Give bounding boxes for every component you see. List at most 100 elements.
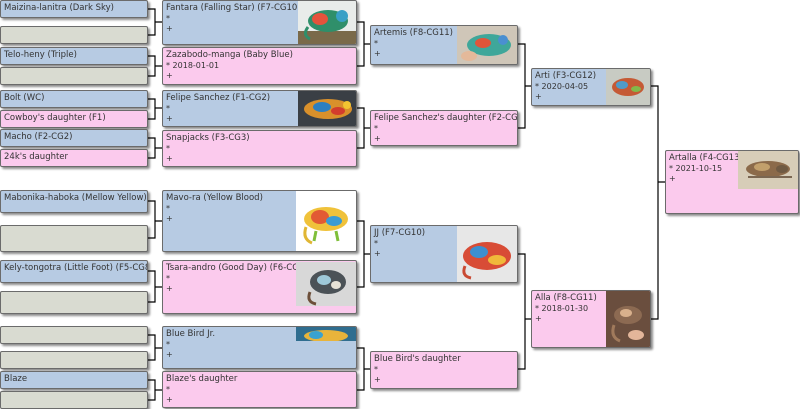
animal-name: Blue Bird Jr.: [166, 329, 216, 339]
death-date: +: [669, 174, 676, 183]
animal-name: Tsara-andro (Good Day) (F6-CG9): [166, 263, 308, 273]
bracket-connector: [148, 8, 162, 36]
grandparent-box[interactable]: Blue Bird Jr. * +: [162, 326, 357, 369]
great-grandparent-box[interactable]: Macho (F2-CG2): [0, 129, 148, 147]
birth-date: *: [166, 340, 170, 349]
great-grandparent-box[interactable]: Blaze: [0, 371, 148, 389]
bracket-connector: [518, 253, 531, 370]
animal-name: Artalla (F4-CG13): [669, 153, 743, 163]
death-date: +: [374, 249, 381, 258]
birth-date: *: [374, 365, 378, 374]
death-date: +: [535, 92, 542, 101]
animal-name: Bolt (WC): [4, 93, 45, 103]
chameleon-photo: [298, 1, 356, 44]
death-date: +: [166, 214, 173, 223]
bracket-connector: [148, 334, 162, 361]
parent-box[interactable]: Felipe Sanchez's daughter (F2-CG3) * +: [370, 110, 518, 146]
chameleon-photo: [296, 327, 356, 341]
bracket-connector: [148, 200, 162, 239]
empty-ancestor-box[interactable]: [0, 291, 148, 314]
animal-name: Arti (F3-CG12): [535, 71, 597, 81]
parent-box[interactable]: Blue Bird's daughter * +: [370, 351, 518, 389]
empty-ancestor-box[interactable]: [0, 391, 148, 409]
birth-date: *: [374, 239, 378, 248]
chameleon-photo: [457, 226, 517, 282]
animal-name: Snapjacks (F3-CG3): [166, 133, 250, 143]
grandparent-box[interactable]: Tsara-andro (Good Day) (F6-CG9) * +: [162, 260, 357, 314]
birth-date: *: [166, 144, 170, 153]
animal-name: Blue Bird's daughter: [374, 354, 461, 364]
bracket-connector: [357, 21, 370, 67]
animal-name: Macho (F2-CG2): [4, 132, 73, 142]
great-grandparent-box[interactable]: 24k's daughter: [0, 149, 148, 167]
empty-ancestor-box[interactable]: [0, 351, 148, 369]
death-date: +: [374, 49, 381, 58]
death-date: +: [374, 375, 381, 384]
birth-date: *: [374, 124, 378, 133]
birth-date: *: [374, 39, 378, 48]
animal-name: 24k's daughter: [4, 152, 69, 162]
dam-box[interactable]: Alla (F8-CG11) * 2018-01-30 +: [531, 290, 651, 348]
chameleon-photo: [606, 291, 650, 347]
bracket-connector: [357, 220, 370, 288]
chameleon-photo: [296, 191, 356, 251]
bracket-connector: [357, 107, 370, 149]
birth-date: * 2018-01-30: [535, 304, 589, 313]
animal-name: Blaze's daughter: [166, 374, 238, 384]
great-grandparent-box[interactable]: Mabonika-haboka (Mellow Yellow): [0, 190, 148, 213]
bracket-connector: [357, 347, 370, 391]
chameleon-photo: [298, 91, 356, 126]
birth-date: * 2020-04-05: [535, 82, 589, 91]
empty-ancestor-box[interactable]: [0, 326, 148, 344]
bracket-connector: [651, 85, 665, 320]
sire-box[interactable]: Arti (F3-CG12) * 2020-04-05 +: [531, 68, 651, 106]
great-grandparent-box[interactable]: Kely-tongotra (Little Foot) (F5-CG8): [0, 260, 148, 283]
parent-box[interactable]: JJ (F7-CG10) * +: [370, 225, 518, 283]
animal-name: Mabonika-haboka (Mellow Yellow): [4, 193, 147, 203]
bracket-connector: [518, 43, 531, 129]
grandparent-box[interactable]: Fantara (Falling Star) (F7-CG10) * +: [162, 0, 357, 45]
empty-ancestor-box[interactable]: [0, 225, 148, 252]
grandparent-box[interactable]: Felipe Sanchez (F1-CG2) * +: [162, 90, 357, 127]
animal-name: Artemis (F8-CG11): [374, 28, 453, 38]
death-date: +: [166, 395, 173, 404]
animal-name: Mavo-ra (Yellow Blood): [166, 193, 263, 203]
animal-name: Zazabodo-manga (Baby Blue): [166, 50, 293, 60]
grandparent-box[interactable]: Blaze's daughter * +: [162, 371, 357, 408]
bracket-connector: [148, 379, 162, 401]
death-date: +: [166, 114, 173, 123]
parent-box[interactable]: Artemis (F8-CG11) * +: [370, 25, 518, 65]
birth-date: * 2021-10-15: [669, 164, 723, 173]
birth-date: * 2018-01-01: [166, 61, 220, 70]
great-grandparent-box[interactable]: Cowboy's daughter (F1): [0, 110, 148, 128]
bracket-connector: [148, 55, 162, 77]
animal-name: JJ (F7-CG10): [374, 228, 426, 238]
empty-ancestor-box[interactable]: [0, 26, 148, 44]
chameleon-photo: [738, 151, 798, 189]
animal-name: Kely-tongotra (Little Foot) (F5-CG8): [4, 263, 148, 273]
great-grandparent-box[interactable]: Bolt (WC): [0, 90, 148, 108]
animal-name: Blaze: [4, 374, 28, 384]
subject-box[interactable]: Artalla (F4-CG13) * 2021-10-15 +: [665, 150, 799, 214]
grandparent-box[interactable]: Zazabodo-manga (Baby Blue) * 2018-01-01 …: [162, 47, 357, 85]
birth-date: *: [166, 204, 170, 213]
grandparent-box[interactable]: Snapjacks (F3-CG3) * +: [162, 130, 357, 167]
bracket-connector: [148, 137, 162, 159]
bracket-connector: [148, 270, 162, 303]
animal-name: Maizina-lanitra (Dark Sky): [4, 3, 114, 13]
death-date: +: [535, 314, 542, 323]
death-date: +: [166, 24, 173, 33]
chameleon-photo: [606, 69, 650, 105]
death-date: +: [374, 134, 381, 143]
great-grandparent-box[interactable]: Maizina-lanitra (Dark Sky): [0, 0, 148, 18]
birth-date: *: [166, 14, 170, 23]
chameleon-photo: [296, 262, 356, 306]
bracket-connector: [148, 98, 162, 120]
grandparent-box[interactable]: Mavo-ra (Yellow Blood) * +: [162, 190, 357, 252]
empty-ancestor-box[interactable]: [0, 67, 148, 85]
animal-name: Felipe Sanchez's daughter (F2-CG3): [374, 113, 518, 123]
great-grandparent-box[interactable]: Telo-heny (Triple): [0, 47, 148, 65]
chameleon-photo: [457, 26, 517, 64]
birth-date: *: [166, 274, 170, 283]
